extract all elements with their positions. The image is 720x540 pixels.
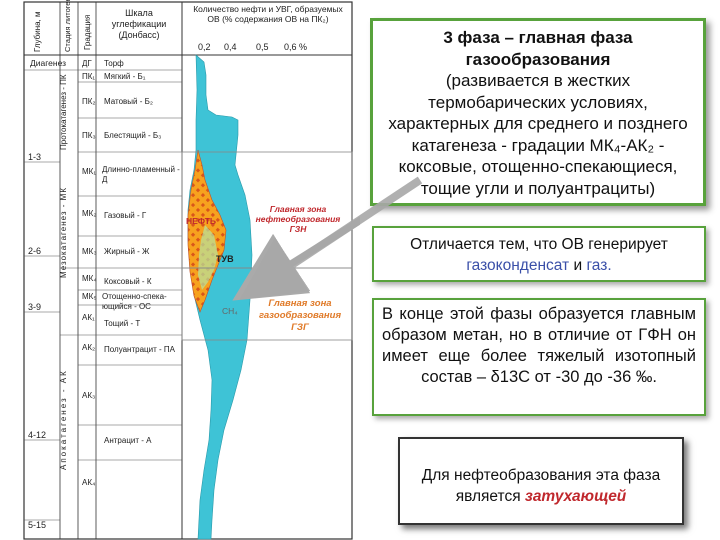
gzn-label: Главная зона нефтеобразования ГЗН bbox=[255, 204, 341, 234]
col-oil-gas-header: Количество нефти и УВГ, образуемых ОВ (%… bbox=[193, 4, 343, 24]
phase-body: (развивается в жестких термобарических у… bbox=[388, 71, 688, 198]
oil-formation-note-box: Для нефтеобразования эта фаза является з… bbox=[398, 437, 684, 525]
depth-label: 1-3 bbox=[28, 152, 41, 162]
axis-ticks: 0,2 0,4 0,5 0,6 % bbox=[198, 42, 307, 52]
svg-text:0,5: 0,5 bbox=[256, 42, 269, 52]
coal-name: Матовый - Б₂ bbox=[104, 97, 153, 106]
stage-mesocatagenesis: Мезокатагенез - МК bbox=[59, 187, 68, 278]
coal-name: Отощенно-спека-ющийся - ОС bbox=[102, 292, 167, 311]
grade-code: АК₂ bbox=[82, 343, 95, 352]
catagenesis-diagram: Глубина, м Стадия литогенеза Градация Шк… bbox=[23, 0, 360, 540]
grade-code: МК₂ bbox=[82, 209, 96, 218]
grade-code: МК₃ bbox=[82, 247, 97, 256]
gzg-label: Главная зона газообразования ГЗГ bbox=[258, 298, 342, 333]
and-word: и bbox=[573, 257, 583, 274]
oil-formation-lead: Для нефтеобразования эта фаза является bbox=[421, 467, 661, 505]
stage-apocatagenesis: Апокатагенез - АК bbox=[59, 369, 68, 470]
diagram-frame bbox=[23, 1, 353, 540]
grade-code: ПК₃ bbox=[82, 131, 96, 140]
phase-title: 3 фаза – главная фаза газообразования bbox=[443, 28, 633, 69]
generation-note-box: Отличается тем, что ОВ генерирует газоко… bbox=[372, 226, 706, 282]
svg-text:0,2: 0,2 bbox=[198, 42, 211, 52]
phase-description-box: 3 фаза – главная фаза газообразования (р… bbox=[370, 18, 706, 206]
depth-label: 4-12 bbox=[28, 430, 46, 440]
svg-text:0,4: 0,4 bbox=[224, 42, 237, 52]
col-gradation-header: Градация bbox=[83, 15, 92, 50]
grade-code: МК₅ bbox=[82, 292, 97, 301]
fading-word: затухающей bbox=[524, 488, 627, 505]
depth-label: 5-15 bbox=[28, 520, 46, 530]
methane-text: В конце этой фазы образуется главным обр… bbox=[382, 305, 696, 386]
grade-code: ПК₁ bbox=[82, 72, 95, 81]
coal-name: Торф bbox=[104, 59, 124, 68]
tuv-label: ТУВ bbox=[216, 254, 234, 264]
generation-lead: Отличается тем, что ОВ генерирует bbox=[410, 236, 668, 253]
coal-name: Коксовый - К bbox=[104, 277, 152, 286]
gas-condensate-highlight: газоконденсат bbox=[466, 257, 570, 274]
svg-text:0,6 %: 0,6 % bbox=[284, 42, 307, 52]
grade-code: АК₁ bbox=[82, 313, 95, 322]
stage-protocatagenesis: Протокатагенез - ПК bbox=[59, 74, 68, 150]
coal-name: Газовый - Г bbox=[104, 211, 147, 220]
methane-note-box: В конце этой фазы образуется главным обр… bbox=[372, 298, 706, 416]
grade-code: МК₄ bbox=[82, 274, 97, 283]
coal-name: Мягкий - Б₁ bbox=[104, 72, 146, 81]
depth-label: 3-9 bbox=[28, 302, 41, 312]
coal-name: Тощий - Т bbox=[104, 319, 140, 328]
coal-name: Полуантрацит - ПА bbox=[104, 345, 176, 354]
col-stage-header: Стадия литогенеза bbox=[63, 0, 72, 52]
col-depth-header: Глубина, м bbox=[33, 11, 42, 52]
grade-code: ПК₂ bbox=[82, 97, 96, 106]
coal-name: Жирный - Ж bbox=[104, 247, 150, 256]
ch4-label: CH₄ bbox=[222, 306, 238, 316]
tuv-area bbox=[198, 225, 218, 290]
coal-name: Блестящий - Б₃ bbox=[104, 131, 161, 140]
coal-name: Антрацит - А bbox=[104, 436, 152, 445]
grade-code: АК₃ bbox=[82, 391, 95, 400]
depth-label: 2-6 bbox=[28, 246, 41, 256]
stage-diagenesis: Диагенез bbox=[30, 58, 66, 68]
grade-code: АК₄ bbox=[82, 478, 95, 487]
grade-code: ДГ bbox=[82, 59, 92, 68]
grade-code: МК₁ bbox=[82, 167, 96, 176]
gas-highlight: газ. bbox=[586, 257, 612, 274]
oil-label: НЕФТЬ bbox=[186, 216, 216, 226]
col-scale-header: Шкала углефикации (Донбасс) bbox=[111, 8, 167, 40]
coal-name: Длинно-пламенный - Д bbox=[102, 165, 180, 184]
